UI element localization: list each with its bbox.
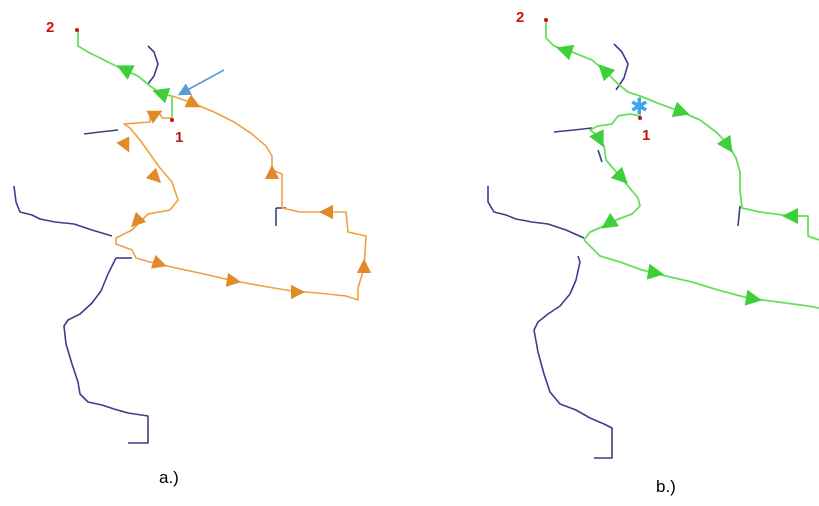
traced-arrow-b-3: [671, 101, 690, 118]
inactive-branch-west-b: [487, 186, 585, 239]
inactive-branch-top: [147, 45, 159, 85]
node-1-point-b: [638, 116, 642, 120]
traced-arrow-b-4: [716, 134, 733, 153]
panel-b-caption: b.): [656, 477, 676, 496]
inactive-branch-south-b: [533, 255, 613, 459]
upstream-line-a: [77, 30, 173, 118]
traced-arrow-b-2: [598, 64, 616, 82]
traced-arrow-9: [145, 167, 162, 184]
traced-path-b: [545, 20, 819, 309]
traced-arrow-8: [130, 211, 147, 228]
inactive-branch-south: [63, 257, 149, 444]
upstream-path-a: [77, 30, 173, 118]
traced-arrow-b-7: [744, 289, 762, 306]
panel-b: ✱ 2 1 b.): [487, 9, 819, 496]
node-2-label-a: 2: [46, 19, 54, 36]
traced-loop-b-bottom: [583, 239, 819, 309]
node-1-label-a: 1: [175, 129, 183, 146]
traced-loop-a: [115, 95, 367, 301]
inactive-branch-west: [13, 185, 113, 237]
inactive-branch-upper-left: [83, 129, 119, 135]
flag-asterisk-icon: ✱: [630, 95, 648, 120]
traced-loop-b: [639, 95, 819, 241]
panel-a-caption: a.): [159, 468, 179, 487]
traced-arrow-7: [150, 254, 167, 269]
traced-arrow-b-10: [589, 129, 604, 148]
node-1-point-a: [170, 118, 174, 122]
inactive-branch-upper-left-b: [553, 127, 593, 133]
traced-upstream-b: [545, 20, 641, 116]
panel-a: 2 1 a.): [13, 19, 372, 487]
inactive-stub-mid-b: [597, 149, 603, 163]
upstream-arrow-1: [116, 65, 135, 80]
traced-arrow-b-9: [610, 166, 628, 184]
traced-arrow-b-1: [556, 44, 575, 61]
traced-arrow-10: [116, 136, 130, 153]
node-2-point-b: [544, 18, 548, 22]
traced-arrow-b-6: [646, 263, 664, 280]
pointer-arrow-icon: [177, 69, 225, 96]
traced-arrow-b-8: [601, 212, 620, 229]
inactive-branches-b: [487, 43, 741, 459]
traced-arrow-11: [146, 110, 163, 124]
traced-path-a: [115, 94, 372, 301]
traced-arrow-1: [184, 94, 201, 108]
node-2-point-a: [75, 28, 79, 32]
node-1-label-b: 1: [642, 127, 650, 144]
inactive-branches-a: [13, 45, 286, 444]
inactive-stub-east-b: [737, 205, 741, 227]
traced-arrow-6: [225, 272, 242, 287]
inactive-branch-top-b: [613, 43, 629, 91]
node-2-label-b: 2: [516, 9, 524, 26]
upstream-arrow-2: [152, 87, 171, 104]
